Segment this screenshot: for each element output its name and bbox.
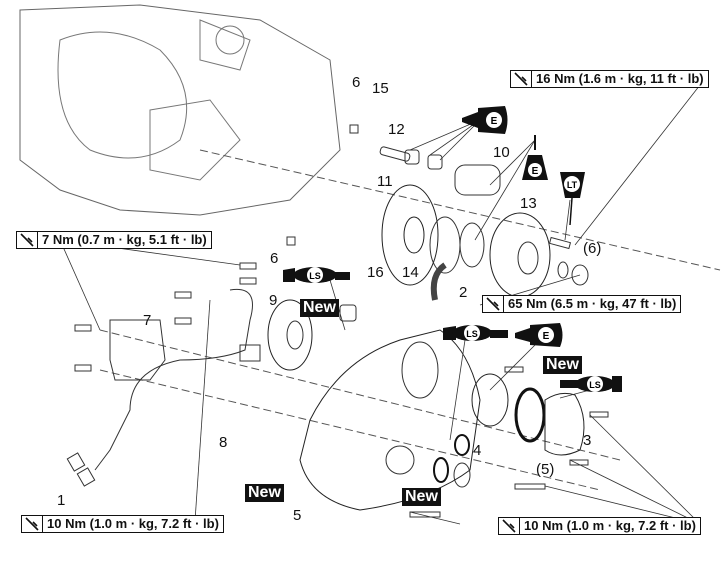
idle-gear-10 [454,164,501,196]
svg-text:E: E [532,166,539,177]
grease-ls-symbol: LS [560,376,622,392]
o-ring [514,387,546,443]
svg-text:E: E [491,116,498,127]
part-label-8: 8 [219,434,228,451]
connector-1a [66,452,86,472]
bearing-14a [429,216,461,274]
part-label-13: 13 [520,195,537,212]
bearing-14b [459,222,485,268]
torque-wrench-icon [499,518,520,534]
part-label-3: 3 [583,432,592,449]
svg-text:LS: LS [589,380,601,390]
part-label-6-top: 6 [352,74,361,91]
cover-3 [544,392,585,456]
new-part-tag: New [402,488,441,506]
connector-1b [76,467,96,487]
starter-clutch-4 [471,373,509,427]
part-label-9: 9 [269,292,278,309]
part-label-2: 2 [459,284,468,301]
grease-ls-symbol: LS [443,325,508,341]
part-label-5: 5 [293,507,302,524]
part-label-6-paren: (6) [583,240,602,257]
engine-oil-symbol: E [515,323,563,347]
torque-spec-10nm-left: 10 Nm (1.0 m · kg, 7.2 ft · lb) [21,515,224,533]
new-part-tag: New [300,299,339,317]
wire-harness [94,288,253,471]
engine-oil-symbol: E [522,135,548,180]
part-label-10: 10 [493,144,510,161]
torque-wrench-icon [511,71,532,87]
torque-wrench-icon [483,296,504,312]
hose-2 [430,262,447,301]
svg-text:LT: LT [567,180,578,190]
part-label-12: 12 [388,121,405,138]
bearing-11b [427,154,443,170]
pickup-coil-8 [239,344,261,362]
part-label-7: 7 [143,312,152,329]
new-part-tag: New [245,484,284,502]
torque-wrench-icon [22,516,43,532]
torque-spec-10nm-right: 10 Nm (1.0 m · kg, 7.2 ft · lb) [498,517,701,535]
svg-text:LS: LS [309,271,321,281]
new-part-tag: New [543,356,582,374]
torque-spec-7nm: 7 Nm (0.7 m · kg, 5.1 ft · lb) [16,231,212,249]
engine-case [19,4,341,216]
threadlock-symbol: LT [560,172,585,226]
engine-oil-symbol: E [462,106,508,134]
grommet-7 [109,319,166,381]
stator-9 [267,299,313,371]
rotor-13 [489,212,551,298]
starter-gear-16 [381,184,439,286]
part-label-1: 1 [57,492,66,509]
generator-cover [299,329,481,511]
bearing-11a [404,149,420,165]
part-label-11: 11 [377,173,393,190]
svg-text:E: E [543,331,550,342]
part-label-6-mid: 6 [270,250,279,267]
shaft-12 [379,146,411,162]
torque-spec-65nm: 65 Nm (6.5 m · kg, 47 ft · lb) [482,295,682,313]
part-label-5-paren: (5) [536,461,555,478]
torque-wrench-icon [17,232,38,248]
part-label-15: 15 [372,80,389,97]
part-label-14: 14 [402,264,419,281]
torque-spec-16nm: 16 Nm (1.6 m · kg, 11 ft · lb) [510,70,709,88]
svg-text:LS: LS [466,329,478,339]
grease-ls-symbol: LS [283,267,350,283]
part-label-4: 4 [473,442,482,459]
part-label-16: 16 [367,264,384,281]
